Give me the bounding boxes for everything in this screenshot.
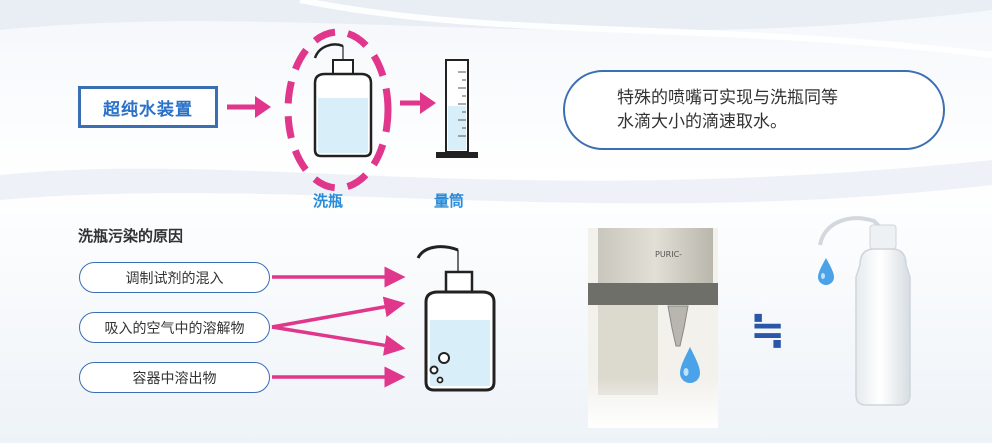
water-drop-icon [680, 347, 700, 383]
device-brand-label: PURIC- [655, 250, 683, 259]
ultrapure-water-device-box: 超纯水装置 [78, 86, 218, 128]
contamination-arrows [271, 266, 406, 388]
dispenser-nozzle-photo [588, 228, 718, 428]
contamination-title: 洗瓶污染的原因 [78, 227, 184, 245]
arrow-right-icon [400, 92, 436, 114]
contaminated-wash-bottle-icon [416, 245, 496, 392]
graduated-cylinder-caption: 量筒 [434, 192, 465, 210]
callout-line-1: 特殊的喷嘴可实现与洗瓶同等 [617, 88, 838, 108]
approximately-equal-icon: ≒ [750, 305, 786, 354]
cause-pill-reagent: 调制试剂的混入 [79, 262, 270, 293]
cause-pill-container: 容器中溶出物 [79, 362, 270, 393]
arrow-right-icon [227, 96, 271, 118]
graduated-cylinder-icon [436, 59, 478, 158]
plastic-wash-bottle-photo [818, 216, 911, 406]
callout-line-2: 水滴大小的滴速取水。 [617, 112, 787, 132]
nozzle-callout-bubble: 特殊的喷嘴可实现与洗瓶同等 水滴大小的滴速取水。 [563, 70, 945, 150]
cause-pill-air: 吸入的空气中的溶解物 [79, 312, 270, 343]
water-drop-icon [818, 258, 834, 285]
wash-bottle-caption: 洗瓶 [313, 192, 344, 210]
wash-bottle-icon [313, 43, 373, 158]
wash-bottle-highlight [284, 28, 392, 192]
